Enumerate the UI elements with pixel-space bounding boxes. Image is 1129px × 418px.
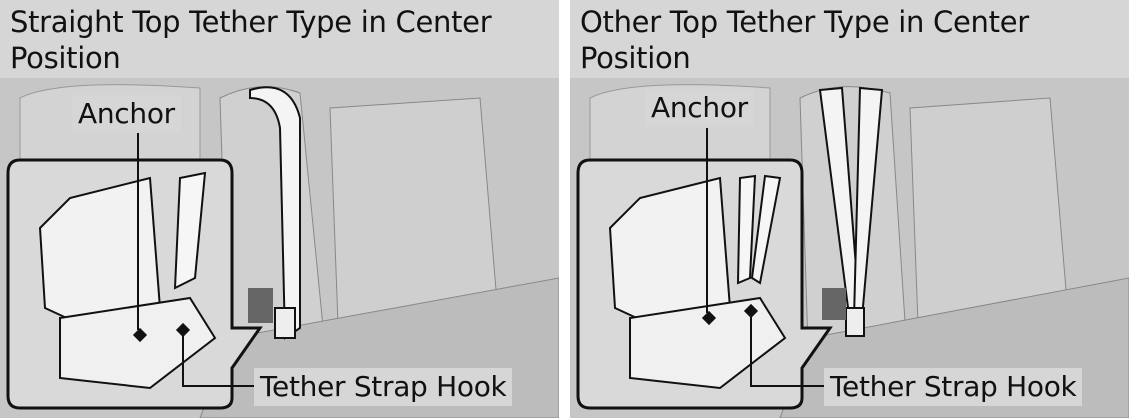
other-tether-panel: Other Top Tether Type in Center Position… bbox=[570, 0, 1129, 418]
tether-strap-hook-label: Tether Strap Hook bbox=[824, 368, 1083, 406]
anchor-label: Anchor bbox=[72, 95, 181, 133]
other-tether-illustration bbox=[570, 78, 1129, 418]
straight-tether-panel: Straight Top Tether Type in Center Posit… bbox=[0, 0, 559, 418]
anchor-label: Anchor bbox=[645, 89, 754, 127]
tether-strap-hook-label: Tether Strap Hook bbox=[254, 368, 513, 406]
panel-title: Straight Top Tether Type in Center Posit… bbox=[0, 0, 559, 78]
panel-title: Other Top Tether Type in Center Position bbox=[570, 0, 1129, 78]
straight-tether-illustration bbox=[0, 78, 559, 418]
